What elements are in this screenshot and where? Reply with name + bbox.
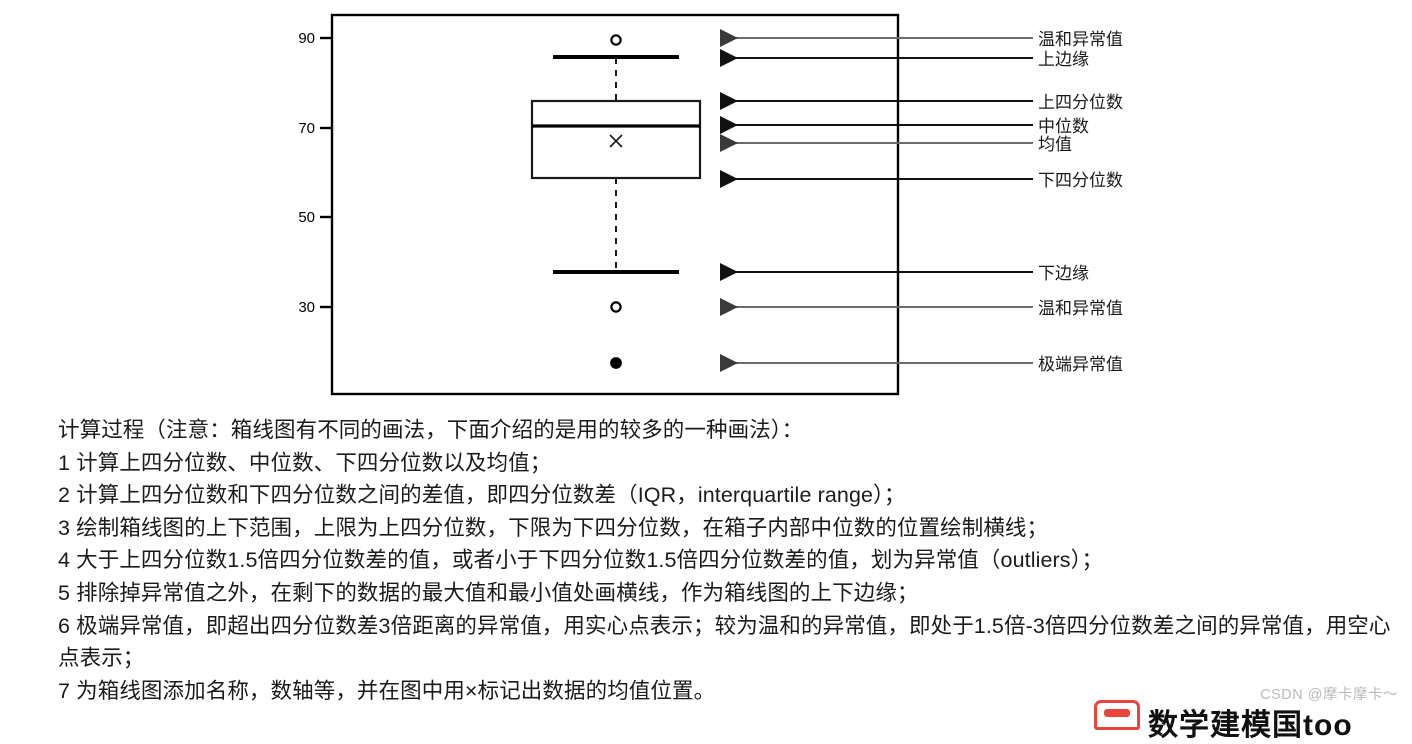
callout-mild-outlier-bottom: 温和异常值 — [720, 298, 1123, 318]
callout-mean: 均值 — [720, 134, 1072, 154]
explanation-line: 3 绘制箱线图的上下范围，上限为上四分位数，下限为下四分位数，在箱子内部中位数的… — [58, 515, 1049, 540]
callout-q3: 上四分位数 — [720, 92, 1123, 112]
y-axis: 90 70 50 30 — [298, 30, 332, 316]
extreme-outlier-point — [610, 357, 622, 369]
explanation-line: 7 为箱线图添加名称，数轴等，并在图中用×标记出数据的均值位置。 — [58, 678, 716, 703]
mild-outlier-point — [610, 301, 622, 313]
callout-upper-fence: 上边缘 — [720, 49, 1089, 69]
csdn-watermark: CSDN @摩卡摩卡～ — [1260, 687, 1398, 703]
mean-marker-x — [609, 134, 623, 148]
explanation-text-block: 计算过程（注意：箱线图有不同的画法，下面介绍的是用的较多的一种画法）： 1 计算… — [58, 414, 1398, 707]
callout-extreme-outlier: 极端异常值 — [720, 354, 1123, 374]
y-tick-label: 70 — [298, 120, 315, 137]
callout-text: 中位数 — [1038, 117, 1089, 136]
explanation-line: 6 极端异常值，即超出四分位数差3倍距离的异常值，用实心点表示；较为温和的异常值… — [58, 613, 1391, 671]
callouts: 温和异常值 上边缘 上四分位数 中位数 均值 — [720, 29, 1123, 374]
callout-lower-fence: 下边缘 — [720, 263, 1089, 283]
explanation-line: 1 计算上四分位数、中位数、下四分位数以及均值； — [58, 450, 552, 475]
y-tick-label: 50 — [298, 209, 315, 226]
boxplot-svg: 90 70 50 30 — [298, 13, 1123, 396]
callout-median: 中位数 — [720, 116, 1089, 136]
callout-text: 上四分位数 — [1038, 93, 1123, 112]
callout-text: 温和异常值 — [1038, 299, 1123, 318]
plot-frame — [330, 13, 900, 396]
boxplot-figure: 90 70 50 30 — [298, 13, 1123, 396]
callout-text: 均值 — [1038, 135, 1072, 154]
callout-text: 下边缘 — [1038, 264, 1089, 283]
callout-text: 下四分位数 — [1038, 171, 1123, 190]
mild-outlier-point — [610, 34, 622, 46]
footer-title: 数学建模国too — [1148, 709, 1353, 742]
explanation-line: 4 大于上四分位数1.5倍四分位数差的值，或者小于下四分位数1.5倍四分位数差的… — [58, 548, 1104, 573]
explanation-line: 5 排除掉异常值之外，在剩下的数据的最大值和最小值处画横线，作为箱线图的上下边缘… — [58, 580, 919, 605]
callout-q1: 下四分位数 — [720, 170, 1123, 190]
boxplot-glyph — [530, 34, 702, 369]
callout-text: 温和异常值 — [1038, 30, 1123, 49]
book-logo-icon — [1094, 700, 1140, 730]
callout-mild-outlier-top: 温和异常值 — [720, 29, 1123, 49]
y-tick-label: 90 — [298, 30, 315, 47]
callout-text: 上边缘 — [1038, 50, 1089, 69]
y-tick-label: 30 — [298, 299, 315, 316]
explanation-line: 计算过程（注意：箱线图有不同的画法，下面介绍的是用的较多的一种画法）： — [58, 418, 804, 442]
callout-text: 极端异常值 — [1038, 355, 1123, 374]
explanation-line: 2 计算上四分位数和下四分位数之间的差值，即四分位数差（IQR，interqua… — [58, 483, 906, 508]
